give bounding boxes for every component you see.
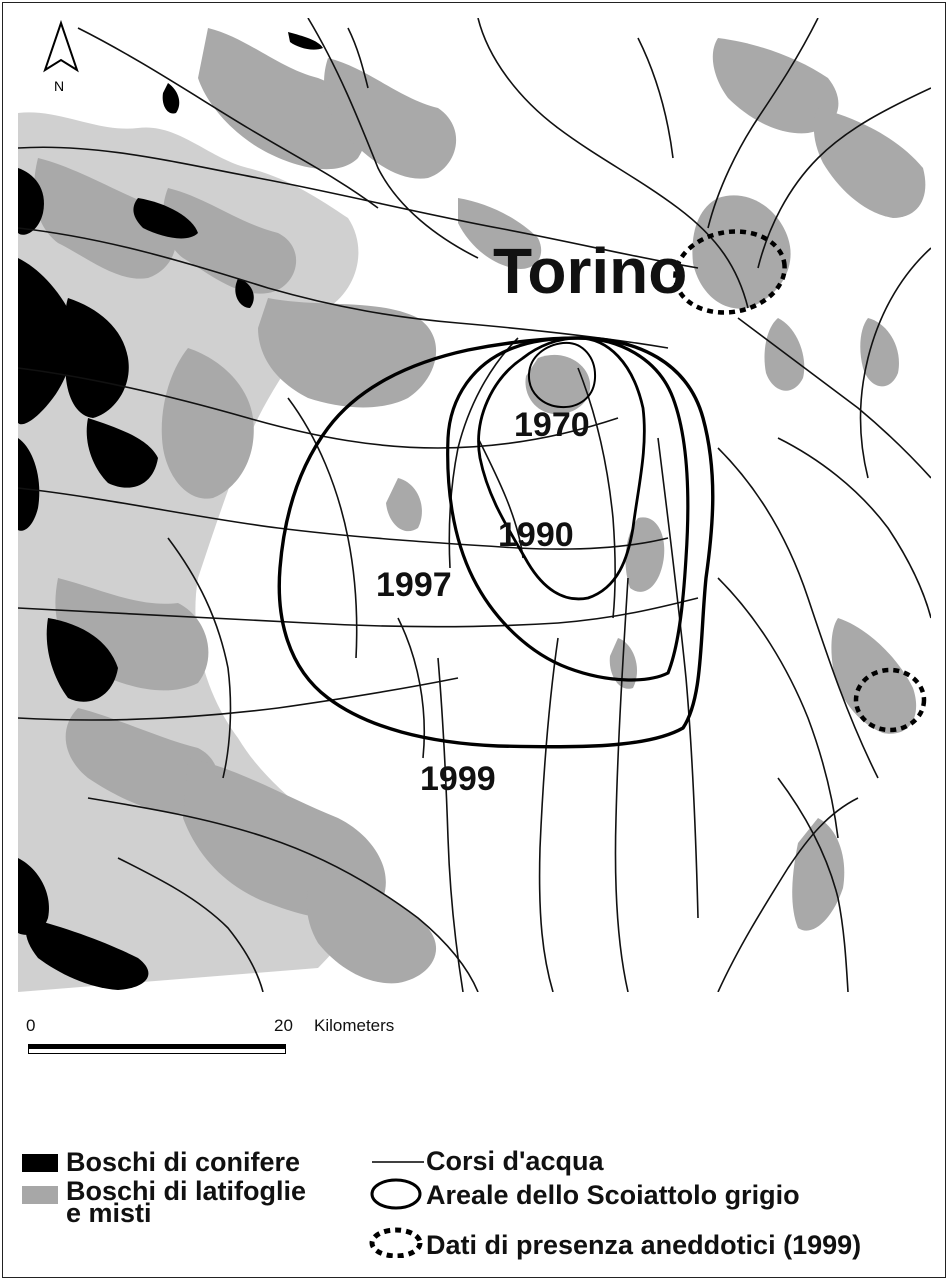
legend-symbols <box>369 1161 424 1258</box>
anecdotal-presence-layer <box>673 229 927 733</box>
range-1970-outline <box>527 341 597 409</box>
scale-bar-graphic <box>28 1044 286 1054</box>
range-ellipse-icon <box>370 1178 422 1210</box>
range-year-label-1970: 1970 <box>514 406 590 444</box>
conifer-forest-layer <box>18 32 323 990</box>
range-1999-outline <box>277 336 715 749</box>
legend-rivers-label: Corsi d'acqua <box>426 1146 604 1176</box>
broadleaf-forest-layer <box>18 28 926 992</box>
north-arrow-icon: N <box>43 19 79 94</box>
legend-conifer-label: Boschi di conifere <box>66 1147 301 1177</box>
scale-start-label: 0 <box>26 1016 36 1035</box>
broadleaf-swatch-icon <box>22 1186 58 1204</box>
range-1997-outline <box>446 336 690 682</box>
scale-unit-label: Kilometers <box>314 1016 395 1035</box>
legend: Boschi di conifere Boschi di latifoglie … <box>0 1140 946 1270</box>
legend-broadleaf-label-line1: Boschi di latifoglie <box>66 1176 307 1206</box>
squirrel-range-layer <box>277 336 715 749</box>
anecdotal-area-southeast <box>853 667 927 733</box>
map-panel[interactable]: Torino 1970 1990 1997 1999 N <box>18 18 931 992</box>
rivers-layer <box>18 18 931 992</box>
range-year-label-1999: 1999 <box>420 760 496 798</box>
anecdotal-dotted-icon <box>369 1227 423 1258</box>
legend-range-label: Areale dello Scoiattolo grigio <box>426 1180 800 1210</box>
anecdotal-area-torino <box>673 229 787 315</box>
north-label: N <box>54 78 64 94</box>
conifer-swatch-icon <box>22 1154 58 1172</box>
city-label-torino: Torino <box>493 235 687 307</box>
scale-end-label: 20 <box>274 1016 293 1035</box>
legend-anecdotal-label: Dati di presenza aneddotici (1999) <box>426 1230 862 1260</box>
range-year-label-1997: 1997 <box>376 566 452 604</box>
scale-bar: 0 20 Kilometers <box>26 1016 446 1066</box>
legend-broadleaf-label-line2: e misti <box>66 1198 152 1228</box>
range-year-label-1990: 1990 <box>498 516 574 554</box>
range-1990-outline <box>477 336 646 601</box>
map-svg[interactable]: Torino 1970 1990 1997 1999 N <box>18 18 931 992</box>
